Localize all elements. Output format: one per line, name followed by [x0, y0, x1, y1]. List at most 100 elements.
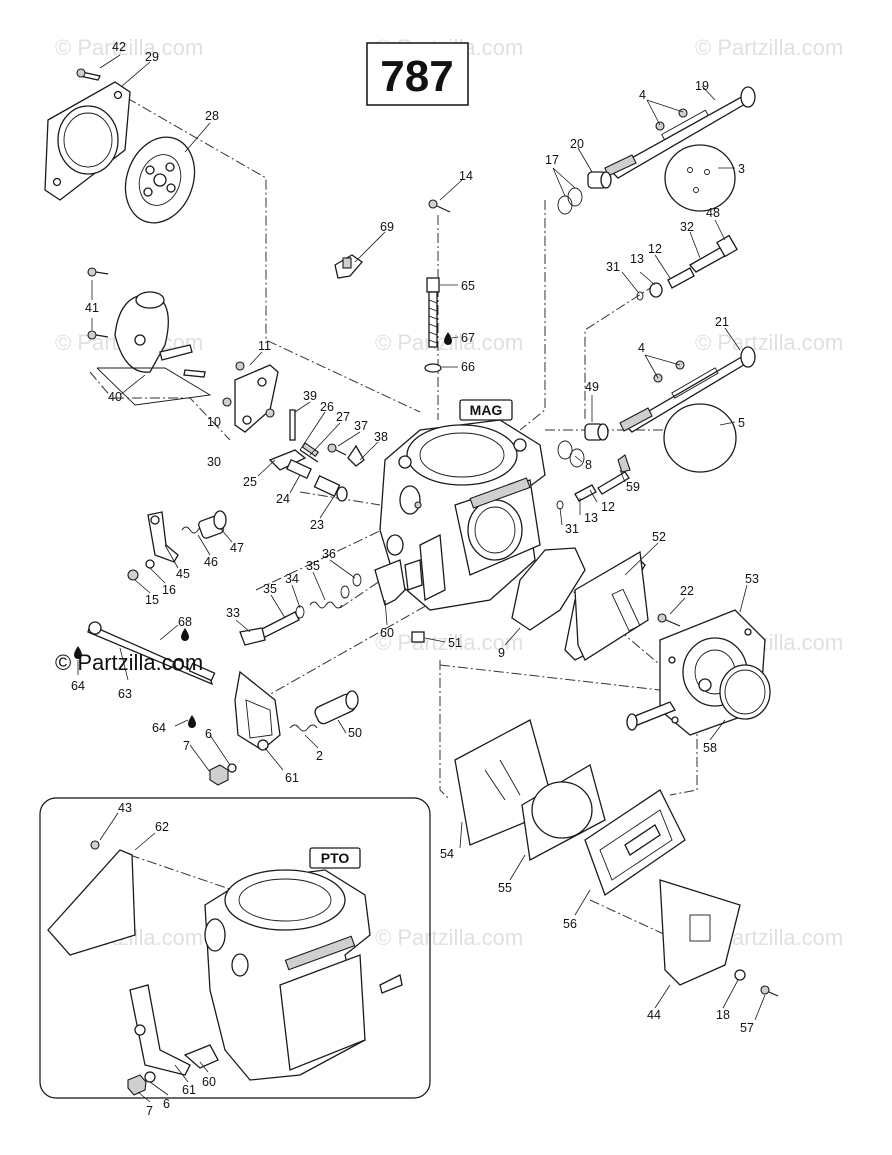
watermark-text: © Partzilla.com — [55, 35, 203, 60]
callout-12: 12 — [648, 242, 662, 256]
diagram-title: 787 — [366, 42, 469, 106]
watermark-text: © Partzilla.com — [695, 35, 843, 60]
callout-47: 47 — [230, 541, 244, 555]
title-box — [366, 42, 469, 106]
callout-31: 31 — [606, 260, 620, 274]
callout-48: 48 — [706, 206, 720, 220]
callout-42: 42 — [112, 40, 126, 54]
callout-45: 45 — [176, 567, 190, 581]
callout-62: 62 — [155, 820, 169, 834]
adjustment-screws — [556, 234, 738, 510]
callout-28: 28 — [205, 109, 219, 123]
callout-65: 65 — [461, 279, 475, 293]
callout-50: 50 — [348, 726, 362, 740]
callout-51: 51 — [448, 636, 462, 650]
callout-18: 18 — [716, 1008, 730, 1022]
throttle-shafts — [604, 86, 756, 473]
callout-9: 9 — [498, 646, 505, 660]
callout-46: 46 — [204, 555, 218, 569]
callout-64: 64 — [152, 721, 166, 735]
callout-11: 11 — [258, 339, 271, 353]
callout-4: 4 — [639, 88, 646, 102]
choke-cover-assembly — [87, 267, 212, 406]
watermark-text: © Partzilla.com — [375, 925, 523, 950]
idle-screw-group — [239, 573, 362, 646]
callout-35: 35 — [306, 559, 320, 573]
callout-30: 30 — [207, 455, 221, 469]
callout-13: 13 — [584, 511, 598, 525]
callout-36: 36 — [322, 547, 336, 561]
callout-66: 66 — [461, 360, 475, 374]
callout-33: 33 — [226, 606, 240, 620]
needle-valve-parts — [268, 409, 365, 502]
callout-25: 25 — [243, 475, 257, 489]
callout-32: 32 — [680, 220, 694, 234]
pto-label: PTO — [321, 850, 350, 866]
callout-24: 24 — [276, 492, 290, 506]
callout-15: 15 — [145, 593, 159, 607]
leader-lines — [77, 54, 766, 1103]
pto-inset: PTO — [39, 797, 431, 1099]
callout-7: 7 — [146, 1104, 153, 1118]
callout-20: 20 — [570, 137, 584, 151]
watermark-text: © Partzilla.com — [375, 630, 523, 655]
callout-3: 3 — [738, 162, 745, 176]
callout-60: 60 — [380, 626, 394, 640]
callout-61: 61 — [182, 1083, 196, 1097]
callout-56: 56 — [563, 917, 577, 931]
callout-12: 12 — [601, 500, 615, 514]
callout-26: 26 — [320, 400, 334, 414]
callout-29: 29 — [145, 50, 159, 64]
callout-17: 17 — [545, 153, 559, 167]
mag-carburetor-body: MAG — [374, 399, 546, 643]
callout-34: 34 — [285, 572, 299, 586]
callout-10: 10 — [207, 415, 221, 429]
bracket-plates — [222, 361, 279, 433]
callout-40: 40 — [108, 390, 122, 404]
callout-43: 43 — [118, 801, 132, 815]
callout-64: 64 — [71, 679, 85, 693]
callout-27: 27 — [336, 410, 350, 424]
bushings-and-seals — [557, 171, 612, 468]
callout-22: 22 — [680, 584, 694, 598]
throttle-linkage — [74, 621, 216, 728]
callout-21: 21 — [715, 315, 729, 329]
callout-55: 55 — [498, 881, 512, 895]
callout-67: 67 — [461, 331, 475, 345]
carb-cover-assembly — [44, 68, 196, 224]
callout-60: 60 — [202, 1075, 216, 1089]
callout-41: 41 — [85, 301, 99, 315]
callout-19: 19 — [695, 79, 709, 93]
watermark-text: © Partzilla.com — [695, 330, 843, 355]
callout-13: 13 — [630, 252, 644, 266]
fuel-pump-body — [626, 609, 771, 736]
callout-57: 57 — [740, 1021, 754, 1035]
callout-31: 31 — [565, 522, 579, 536]
callout-2: 2 — [316, 749, 323, 763]
callout-23: 23 — [310, 518, 324, 532]
callout-53: 53 — [745, 572, 759, 586]
callout-14: 14 — [459, 169, 473, 183]
callout-numbers: 42 29 28 41 40 11 10 30 39 26 27 37 38 2… — [71, 40, 759, 1118]
callout-6: 6 — [205, 727, 212, 741]
pto-inset-frame — [39, 797, 431, 1099]
callout-35: 35 — [263, 582, 277, 596]
callout-4: 4 — [638, 341, 645, 355]
callout-8: 8 — [585, 458, 592, 472]
fuel-pump-diaphragm — [511, 547, 649, 661]
reed-valve-assembly — [454, 719, 779, 997]
callout-49: 49 — [585, 380, 599, 394]
top-screws — [334, 199, 452, 373]
callout-52: 52 — [652, 530, 666, 544]
callout-7: 7 — [183, 739, 190, 753]
diagram-number: 787 — [380, 52, 453, 101]
callout-63: 63 — [118, 687, 132, 701]
throttle-lever-group — [209, 670, 359, 786]
callout-44: 44 — [647, 1008, 661, 1022]
callout-16: 16 — [162, 583, 176, 597]
callout-61: 61 — [285, 771, 299, 785]
callout-38: 38 — [374, 430, 388, 444]
callout-68: 68 — [178, 615, 192, 629]
callout-5: 5 — [738, 416, 745, 430]
